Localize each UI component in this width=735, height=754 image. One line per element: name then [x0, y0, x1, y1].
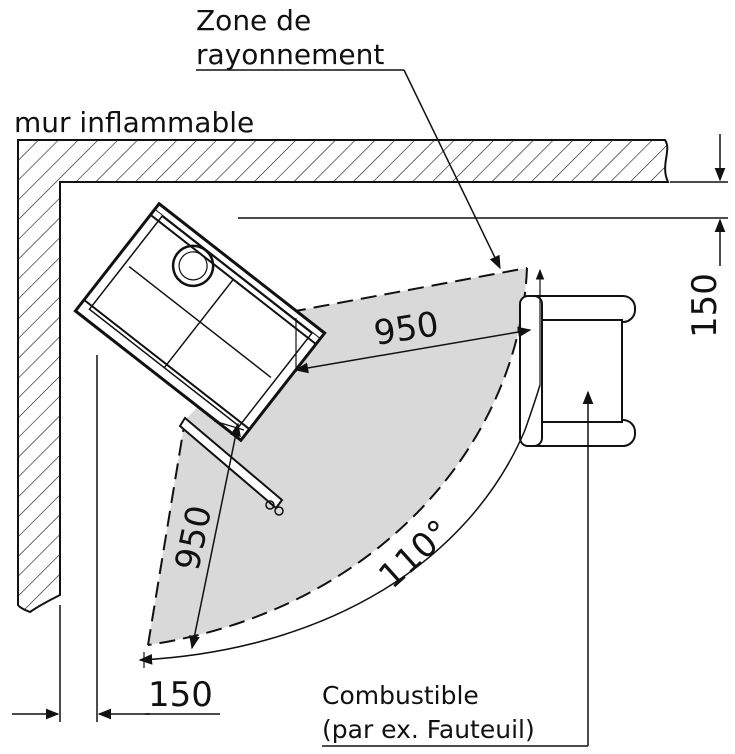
flue-outlet — [171, 244, 215, 288]
armchair — [519, 295, 636, 447]
dimension-right-150: 150 — [238, 134, 728, 338]
stove — [73, 201, 327, 443]
dimension-bottom-150-label: 150 — [148, 675, 213, 715]
flammable-wall — [17, 139, 670, 614]
combustible-callout: Combustible (par ex. Fauteuil) — [322, 390, 594, 747]
combustible-label-line2: (par ex. Fauteuil) — [322, 715, 535, 744]
combustible-label-line1: Combustible — [322, 681, 479, 710]
wall-label: mur inflammable — [14, 106, 254, 139]
dimension-right-150-label: 150 — [685, 273, 725, 338]
radiation-zone-label-line2: rayonnement — [196, 38, 384, 71]
dimension-bottom-150: 150 — [12, 355, 220, 722]
radiation-zone-label-line1: Zone de — [196, 4, 311, 37]
radiation-zone-callout: Zone de rayonnement — [196, 4, 501, 270]
